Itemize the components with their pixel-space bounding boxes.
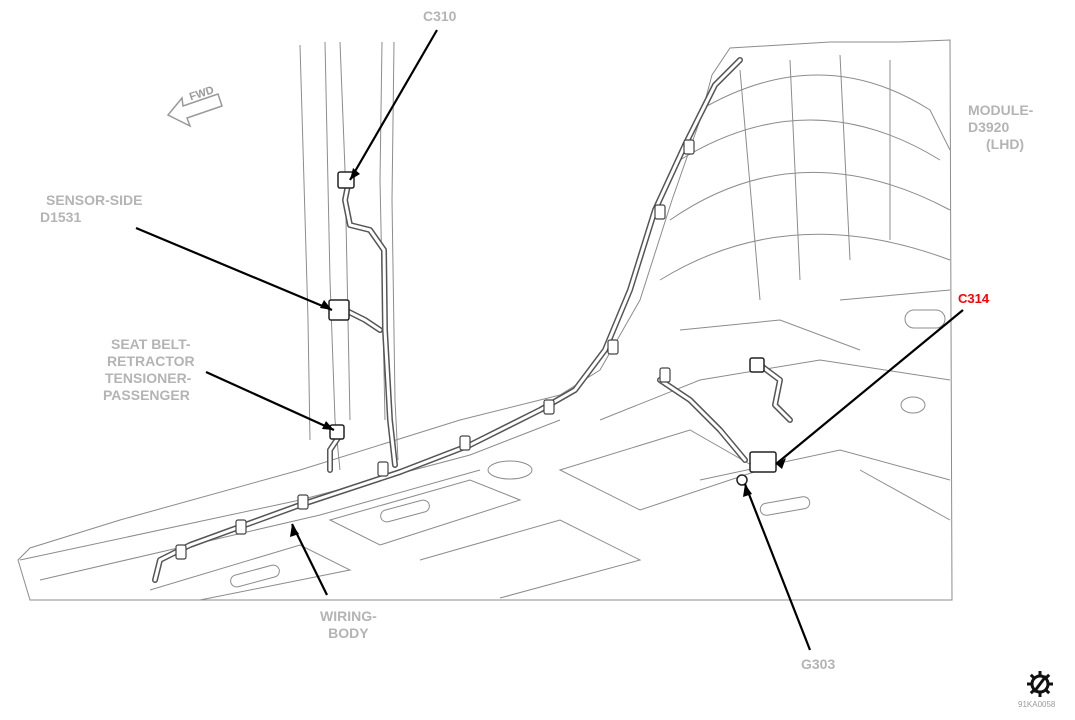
leader-c310: [349, 29, 438, 181]
label-module: MODULE- D3920 (LHD): [968, 102, 1034, 152]
connector-sensor-side: [328, 299, 350, 321]
harness-branch: [657, 377, 748, 463]
connector-seat-belt: [329, 424, 345, 440]
gear-slash-icon: [1027, 671, 1053, 697]
label-wiring-body: WIRING- BODY: [320, 608, 377, 641]
wheel-well: [699, 74, 951, 151]
forward-arrow-icon: [166, 93, 223, 128]
connector-c310: [337, 171, 355, 189]
label-sensor-side: SENSOR-SIDE D1531: [40, 192, 143, 225]
b-pillar: [324, 41, 341, 471]
leader-seat-belt: [205, 370, 335, 432]
label-g303: G303: [801, 656, 836, 672]
ground-g303: [736, 474, 748, 486]
label-c310: C310: [423, 8, 457, 24]
connector-c314: [749, 451, 777, 473]
leader-sensor-side: [135, 226, 333, 312]
document-code: 91KA0058: [1018, 700, 1056, 709]
leader-g303: [743, 483, 812, 651]
leader-c314: [775, 309, 964, 465]
leader-wiring-body: [291, 523, 328, 596]
floor-panel: [328, 479, 522, 546]
label-c314: C314: [958, 291, 990, 306]
label-seat-belt: SEAT BELT- RETRACTOR TENSIONER- PASSENGE…: [103, 336, 195, 403]
harness-main: [152, 57, 743, 583]
floor-outline: [17, 39, 953, 601]
